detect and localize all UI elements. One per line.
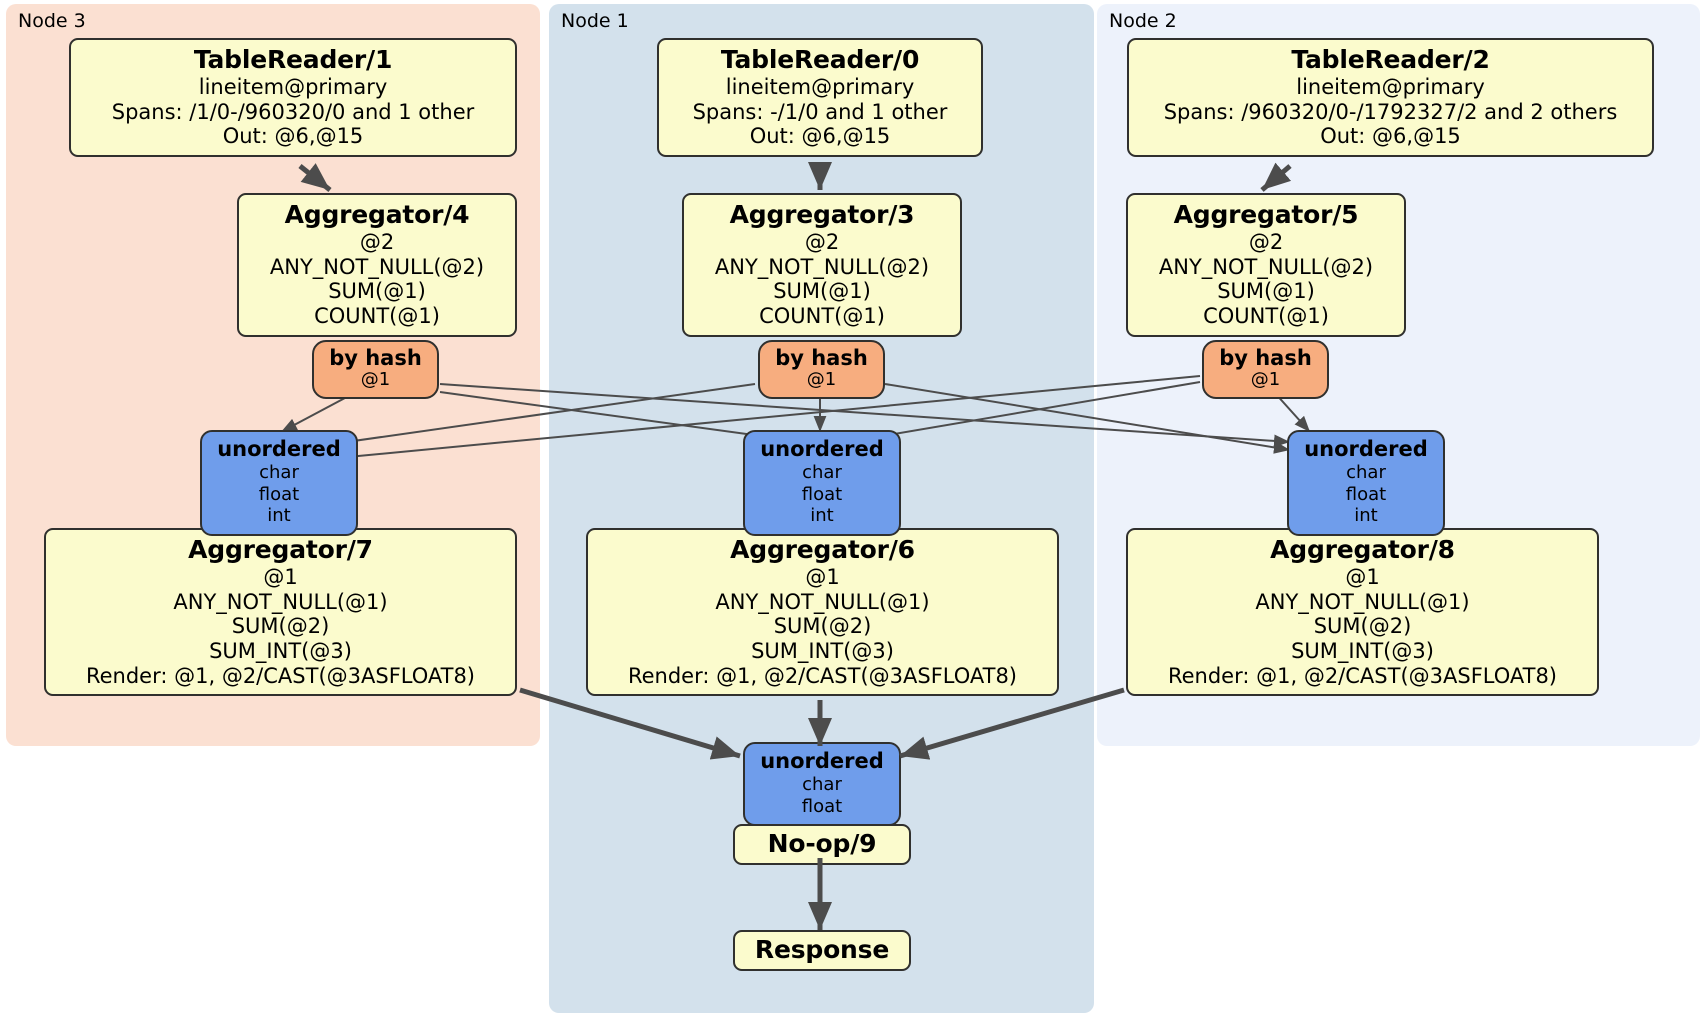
- node-panel-label-node3: Node 3: [18, 10, 86, 32]
- processor-line-agg1: ANY_NOT_NULL(@1): [715, 589, 930, 614]
- processor-table-reader-0[interactable]: TableReader/0 lineitem@primary Spans: -/…: [657, 38, 983, 157]
- processor-title: Aggregator/5: [1173, 200, 1359, 229]
- sync-line-type-3: int: [810, 505, 834, 527]
- sync-title: unordered: [760, 437, 884, 461]
- sync-line-type-1: char: [1346, 462, 1386, 484]
- processor-line-table: lineitem@primary: [1296, 75, 1485, 100]
- router-line-cols: @1: [1250, 369, 1281, 391]
- sync-title: unordered: [1304, 437, 1428, 461]
- processor-line-groupcols: @1: [805, 565, 840, 590]
- processor-aggregator-6[interactable]: Aggregator/6 @1 ANY_NOT_NULL(@1) SUM(@2)…: [586, 528, 1059, 697]
- processor-table-reader-2[interactable]: TableReader/2 lineitem@primary Spans: /9…: [1127, 38, 1654, 157]
- processor-line-agg1: ANY_NOT_NULL(@1): [1255, 589, 1470, 614]
- processor-line-agg3: COUNT(@1): [314, 303, 440, 328]
- processor-line-agg2: SUM(@1): [328, 279, 426, 304]
- processor-line-render: Render: @1, @2/CAST(@3ASFLOAT8): [627, 663, 1018, 688]
- input-sync-unordered-7[interactable]: unordered char float int: [200, 430, 358, 536]
- processor-line-out: Out: @6,@15: [1320, 124, 1461, 149]
- router-line-cols: @1: [360, 369, 391, 391]
- processor-title: TableReader/2: [1291, 45, 1490, 74]
- sync-title: unordered: [760, 749, 884, 773]
- router-title: by hash: [775, 346, 868, 370]
- output-router-by-hash-5[interactable]: by hash @1: [1202, 340, 1329, 399]
- processor-line-out: Out: @6,@15: [222, 124, 364, 149]
- processor-line-groupcols: @2: [804, 230, 840, 255]
- processor-title: No-op/9: [767, 829, 877, 858]
- processor-line-agg2: SUM(@2): [231, 614, 330, 639]
- processor-line-agg2: SUM(@1): [1217, 279, 1315, 304]
- sync-line-type-2: float: [801, 483, 843, 505]
- processor-line-agg2: SUM(@2): [773, 614, 872, 639]
- processor-table-reader-1[interactable]: TableReader/1 lineitem@primary Spans: /1…: [69, 38, 517, 157]
- processor-title: TableReader/1: [193, 45, 393, 74]
- router-title: by hash: [1219, 346, 1312, 370]
- processor-aggregator-3[interactable]: Aggregator/3 @2 ANY_NOT_NULL(@2) SUM(@1)…: [682, 193, 962, 337]
- processor-line-agg3: SUM_INT(@3): [209, 638, 352, 663]
- router-title: by hash: [329, 346, 422, 370]
- sync-line-type-2: float: [258, 483, 300, 505]
- processor-line-table: lineitem@primary: [198, 75, 388, 100]
- processor-line-agg2: SUM(@2): [1313, 614, 1412, 639]
- processor-line-render: Render: @1, @2/CAST(@3ASFLOAT8): [1167, 663, 1558, 688]
- processor-line-agg1: ANY_NOT_NULL(@2): [714, 254, 930, 279]
- processor-aggregator-8[interactable]: Aggregator/8 @1 ANY_NOT_NULL(@1) SUM(@2)…: [1126, 528, 1599, 697]
- processor-response[interactable]: Response: [733, 930, 911, 972]
- processor-aggregator-4[interactable]: Aggregator/4 @2 ANY_NOT_NULL(@2) SUM(@1)…: [237, 193, 517, 337]
- processor-line-agg1: ANY_NOT_NULL(@1): [173, 589, 388, 614]
- processor-title: Aggregator/7: [188, 535, 373, 564]
- processor-line-agg3: COUNT(@1): [759, 303, 885, 328]
- processor-title: Aggregator/6: [730, 535, 915, 564]
- sync-line-type-1: char: [802, 462, 842, 484]
- sync-line-type-3: int: [1354, 505, 1378, 527]
- processor-line-spans: Spans: /960320/0-/1792327/2 and 2 others: [1163, 99, 1618, 124]
- processor-line-agg3: COUNT(@1): [1203, 303, 1329, 328]
- sync-line-type-2: float: [801, 795, 843, 817]
- processor-line-agg3: SUM_INT(@3): [751, 638, 894, 663]
- processor-title: Response: [754, 935, 890, 964]
- node-panel-label-node1: Node 1: [561, 10, 629, 32]
- sync-title: unordered: [217, 437, 341, 461]
- processor-line-agg1: ANY_NOT_NULL(@2): [269, 254, 485, 279]
- processor-line-groupcols: @2: [359, 230, 395, 255]
- processor-line-groupcols: @2: [1248, 230, 1284, 255]
- output-router-by-hash-4[interactable]: by hash @1: [312, 340, 439, 399]
- processor-title: Aggregator/3: [729, 200, 915, 229]
- processor-line-spans: Spans: /1/0-/960320/0 and 1 other: [111, 99, 475, 124]
- processor-noop-9[interactable]: No-op/9: [733, 824, 911, 866]
- processor-line-spans: Spans: -/1/0 and 1 other: [692, 99, 948, 124]
- processor-line-table: lineitem@primary: [725, 75, 915, 100]
- input-sync-unordered-8[interactable]: unordered char float int: [1287, 430, 1445, 536]
- processor-title: Aggregator/4: [284, 200, 470, 229]
- router-line-cols: @1: [806, 369, 837, 391]
- sync-line-type-1: char: [259, 462, 299, 484]
- sync-line-type-3: int: [267, 505, 291, 527]
- processor-title: Aggregator/8: [1270, 535, 1455, 564]
- sync-line-type-2: float: [1345, 483, 1387, 505]
- node-panel-label-node2: Node 2: [1109, 10, 1177, 32]
- processor-line-groupcols: @1: [1345, 565, 1380, 590]
- processor-line-agg3: SUM_INT(@3): [1291, 638, 1434, 663]
- sync-line-type-1: char: [802, 774, 842, 796]
- processor-line-agg2: SUM(@1): [773, 279, 871, 304]
- processor-aggregator-5[interactable]: Aggregator/5 @2 ANY_NOT_NULL(@2) SUM(@1)…: [1126, 193, 1406, 337]
- processor-line-render: Render: @1, @2/CAST(@3ASFLOAT8): [85, 663, 476, 688]
- processor-line-groupcols: @1: [263, 565, 298, 590]
- processor-title: TableReader/0: [720, 45, 920, 74]
- processor-line-out: Out: @6,@15: [749, 124, 891, 149]
- processor-aggregator-7[interactable]: Aggregator/7 @1 ANY_NOT_NULL(@1) SUM(@2)…: [44, 528, 517, 697]
- input-sync-unordered-9[interactable]: unordered char float: [743, 742, 901, 827]
- input-sync-unordered-6[interactable]: unordered char float int: [743, 430, 901, 536]
- output-router-by-hash-3[interactable]: by hash @1: [758, 340, 885, 399]
- processor-line-agg1: ANY_NOT_NULL(@2): [1158, 254, 1374, 279]
